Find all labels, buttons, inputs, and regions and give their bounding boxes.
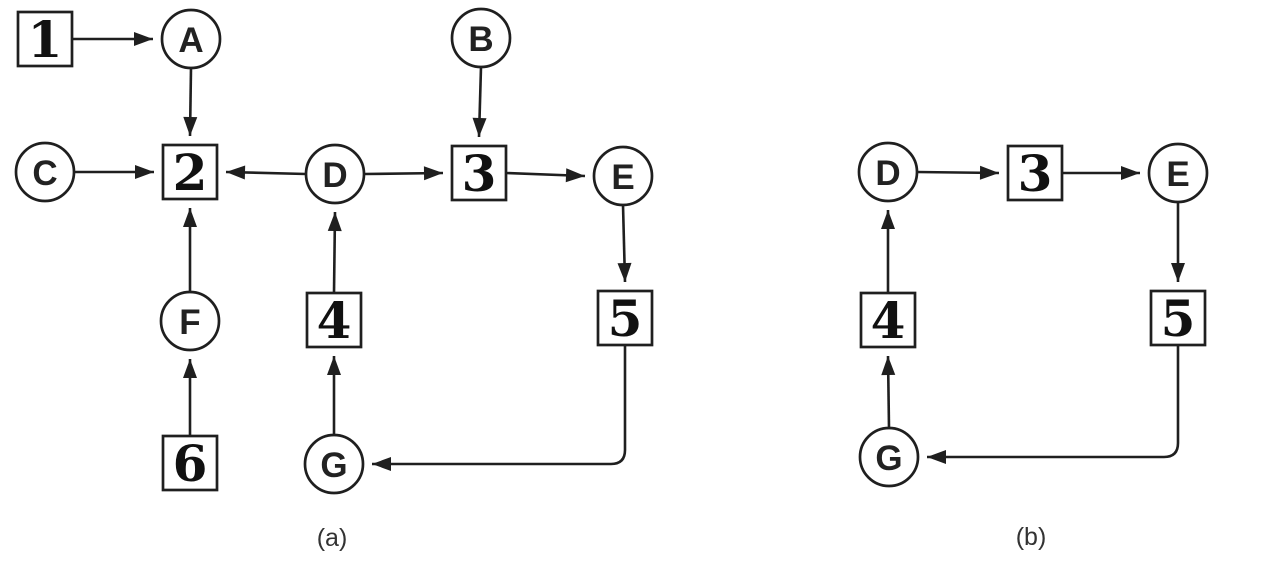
square-node-shape-5 xyxy=(1149,289,1207,347)
square-node-shape-5 xyxy=(596,289,654,347)
node-a-F: F xyxy=(159,290,221,352)
edge-a-D-to-2 xyxy=(225,165,307,180)
circle-node-shape-E xyxy=(1147,142,1209,204)
node-label-b-5: 5 xyxy=(1161,289,1196,348)
figure-label-b: (b) xyxy=(1016,523,1047,551)
node-label-a-1: 1 xyxy=(28,10,63,69)
edge-a-4-to-D xyxy=(327,211,342,294)
edge-b-5-to-G xyxy=(927,345,1180,464)
node-label-a-6: 6 xyxy=(173,434,208,493)
node-a-A: A xyxy=(160,8,222,70)
node-label-b-4: 4 xyxy=(871,291,906,350)
square-node-shape-6 xyxy=(161,434,219,492)
node-label-a-3: 3 xyxy=(462,144,497,203)
node-a-C: C xyxy=(14,141,76,203)
square-node-shape-3 xyxy=(1006,144,1064,202)
square-node-shape-1 xyxy=(16,10,74,68)
circle-node-shape-G xyxy=(858,426,920,488)
node-a-1: 1 xyxy=(16,10,74,69)
node-b-5: 5 xyxy=(1149,289,1207,348)
edge-b-G-to-4 xyxy=(881,355,896,429)
node-a-3: 3 xyxy=(450,144,508,203)
node-label-a-B: B xyxy=(468,20,493,59)
node-a-4: 4 xyxy=(305,291,363,350)
node-label-b-E: E xyxy=(1166,155,1189,194)
circle-node-shape-B xyxy=(450,7,512,69)
node-label-a-5: 5 xyxy=(608,289,643,348)
edge-a-3-to-E xyxy=(505,168,586,183)
edge-b-D-to-3 xyxy=(916,165,1000,180)
edge-a-D-to-3 xyxy=(363,166,444,181)
square-node-shape-2 xyxy=(161,143,219,201)
node-b-4: 4 xyxy=(859,291,917,350)
diagram-a: 1 A B C 2 D 3 E F 4 5 6 G xyxy=(14,7,654,495)
node-b-G: G xyxy=(858,426,920,488)
node-a-5: 5 xyxy=(596,289,654,348)
node-label-b-G: G xyxy=(875,439,902,478)
node-a-B: B xyxy=(450,7,512,69)
node-b-D: D xyxy=(857,141,919,203)
node-label-a-G: G xyxy=(320,446,347,485)
node-label-a-C: C xyxy=(32,154,57,193)
circle-node-shape-G xyxy=(303,433,365,495)
node-a-G: G xyxy=(303,433,365,495)
node-label-a-E: E xyxy=(611,158,634,197)
circle-node-shape-C xyxy=(14,141,76,203)
node-label-a-D: D xyxy=(322,156,347,195)
node-a-6: 6 xyxy=(161,434,219,493)
figure-label-a: (a) xyxy=(317,524,348,552)
circle-node-shape-D xyxy=(857,141,919,203)
circle-node-shape-D xyxy=(304,143,366,205)
node-b-3: 3 xyxy=(1006,144,1064,203)
edge-a-B-to-3 xyxy=(472,66,487,138)
edge-a-A-to-2 xyxy=(183,67,198,137)
square-node-shape-4 xyxy=(305,291,363,349)
circle-node-shape-F xyxy=(159,290,221,352)
node-label-a-2: 2 xyxy=(173,143,208,202)
edge-a-5-to-G xyxy=(372,345,627,471)
diagram-b: D 3 E 4 5G xyxy=(857,141,1209,488)
node-a-E: E xyxy=(592,145,654,207)
node-b-E: E xyxy=(1147,142,1209,204)
node-label-b-D: D xyxy=(875,154,900,193)
square-node-shape-4 xyxy=(859,291,917,349)
node-label-a-4: 4 xyxy=(317,291,352,350)
circle-node-shape-A xyxy=(160,8,222,70)
node-a-2: 2 xyxy=(161,143,219,202)
node-label-a-A: A xyxy=(178,21,203,60)
node-a-D: D xyxy=(304,143,366,205)
square-node-shape-3 xyxy=(450,144,508,202)
node-label-a-F: F xyxy=(179,303,200,342)
node-label-b-3: 3 xyxy=(1018,144,1053,203)
edge-a-E-to-5 xyxy=(617,204,632,283)
circle-node-shape-E xyxy=(592,145,654,207)
